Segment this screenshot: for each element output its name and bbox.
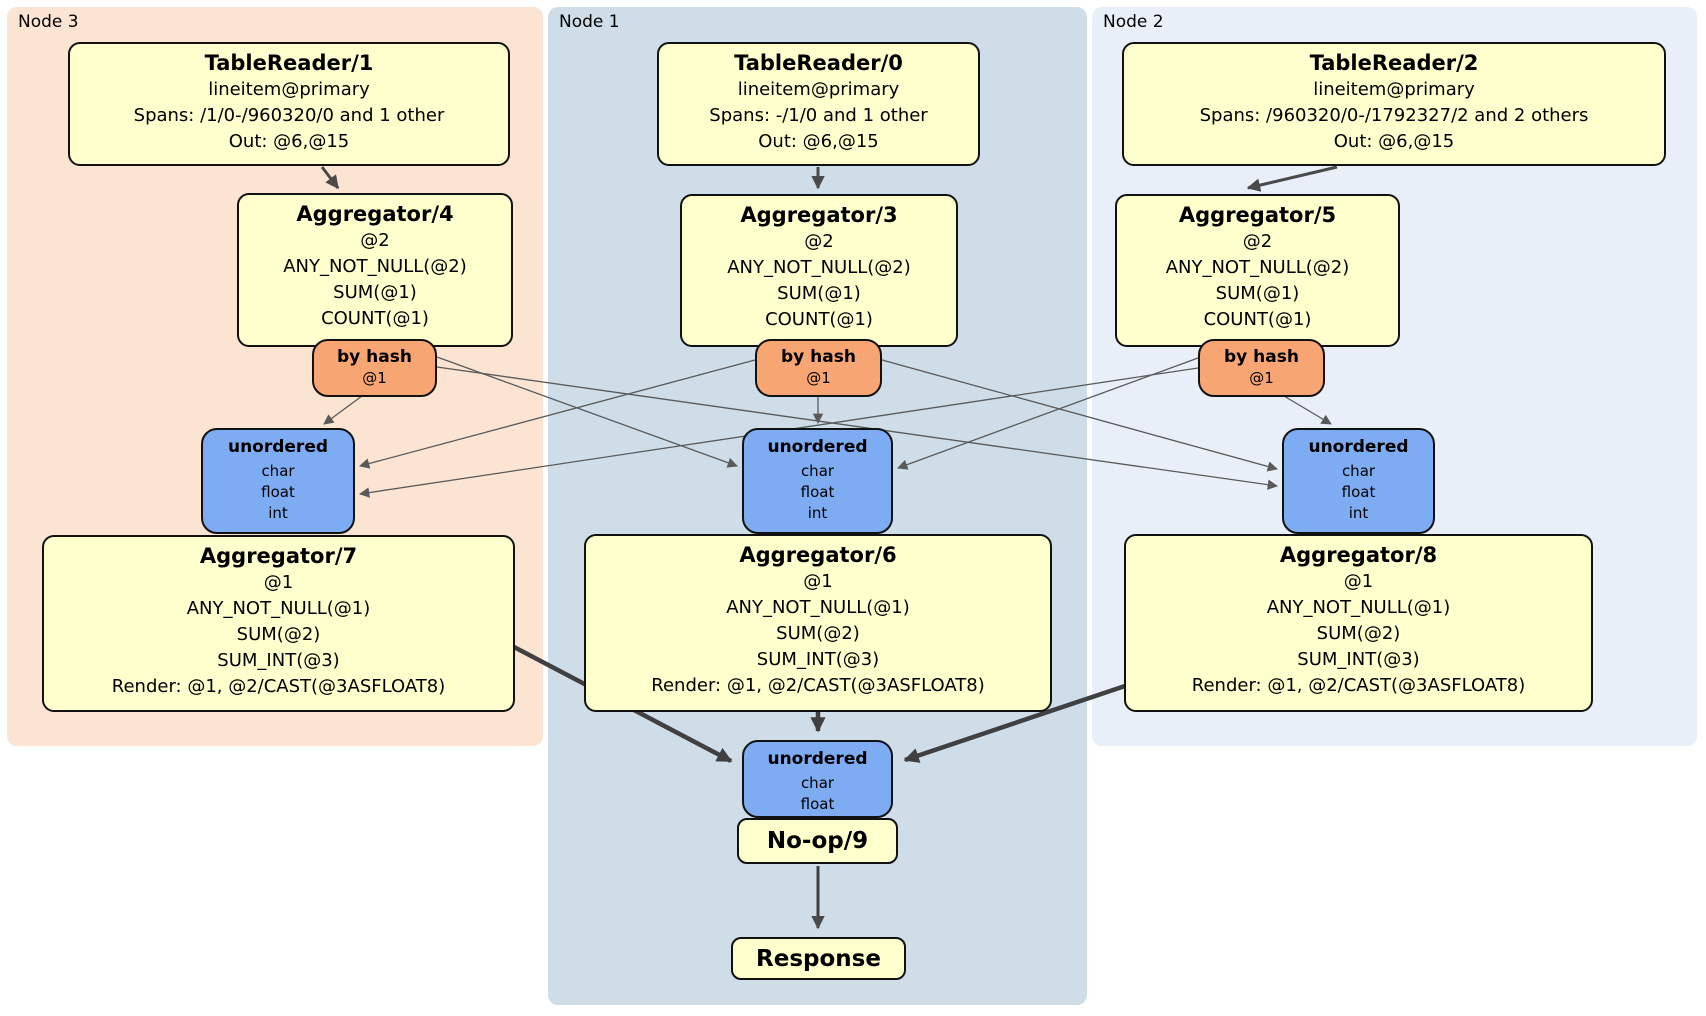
box-line: SUM(@2) <box>1316 623 1401 644</box>
box-title: Aggregator/5 <box>1178 203 1337 227</box>
box-line: float <box>800 483 835 501</box>
edge-hash2-un2 <box>1283 395 1332 425</box>
box-line: char <box>800 774 835 792</box>
box-line: int <box>1348 504 1369 522</box>
unordered-sync-node2: unordered char float int <box>1282 428 1435 534</box>
box-line: ANY_NOT_NULL(@2) <box>727 257 911 278</box>
box-line: ANY_NOT_NULL(@1) <box>186 598 371 619</box>
node-1-label: Node 1 <box>559 12 620 32</box>
box-line: SUM_INT(@3) <box>756 649 880 670</box>
box-line: COUNT(@1) <box>321 308 429 329</box>
aggregator-7-box: Aggregator/7 @1 ANY_NOT_NULL(@1) SUM(@2)… <box>42 535 515 712</box>
box-line: SUM(@2) <box>236 624 321 645</box>
box-title: No-op/9 <box>766 828 869 854</box>
box-line: @2 <box>1242 231 1273 252</box>
box-line: lineitem@primary <box>208 79 370 100</box>
box-line: @2 <box>360 230 390 251</box>
box-line: char <box>1341 462 1376 480</box>
edge-tr1-agg4 <box>320 166 340 190</box>
box-title: unordered <box>1308 437 1409 457</box>
box-line: SUM_INT(@3) <box>1297 649 1420 670</box>
box-line: @1 <box>806 369 831 387</box>
edge-hash3-un1 <box>436 356 738 468</box>
by-hash-router-node3: by hash @1 <box>312 339 437 397</box>
box-line: Render: @1, @2/CAST(@3ASFLOAT8) <box>1191 675 1526 696</box>
edge-hash1-un3 <box>358 359 756 469</box>
box-line: COUNT(@1) <box>765 309 873 330</box>
box-line: Out: @6,@15 <box>1333 131 1455 152</box>
box-title: by hash <box>781 347 856 367</box>
aggregator-6-box: Aggregator/6 @1 ANY_NOT_NULL(@1) SUM(@2)… <box>584 534 1052 712</box>
box-line: float <box>261 483 295 501</box>
edge-hash1-un2 <box>881 359 1279 472</box>
box-line: Spans: -/1/0 and 1 other <box>709 105 928 126</box>
edge-hash2-un1 <box>897 357 1199 470</box>
box-line: char <box>800 462 835 480</box>
edge-hash3-un3 <box>323 395 363 425</box>
tablereader-1-box: TableReader/1 lineitem@primary Spans: /1… <box>68 42 510 166</box>
box-line: float <box>1341 483 1376 501</box>
box-line: COUNT(@1) <box>1203 309 1312 330</box>
box-title: Aggregator/3 <box>740 203 898 227</box>
tablereader-0-box: TableReader/0 lineitem@primary Spans: -/… <box>657 42 980 166</box>
box-line: Out: @6,@15 <box>228 131 350 152</box>
box-line: @1 <box>362 369 387 387</box>
aggregator-5-box: Aggregator/5 @2 ANY_NOT_NULL(@2) SUM(@1)… <box>1115 194 1400 347</box>
by-hash-router-node1: by hash @1 <box>755 339 882 397</box>
box-line: Out: @6,@15 <box>758 131 879 152</box>
box-line: int <box>268 504 288 522</box>
response-box: Response <box>731 937 906 980</box>
box-line: Spans: /960320/0-/1792327/2 and 2 others <box>1199 105 1589 126</box>
box-line: @1 <box>263 572 294 593</box>
box-line: @1 <box>1343 571 1374 592</box>
box-line: @2 <box>804 231 834 252</box>
box-title: Aggregator/4 <box>296 202 454 226</box>
edge-agg8-final-sync <box>903 683 1126 763</box>
box-title: unordered <box>227 437 329 457</box>
box-title: Aggregator/8 <box>1279 543 1438 567</box>
aggregator-4-box: Aggregator/4 @2 ANY_NOT_NULL(@2) SUM(@1)… <box>237 193 513 347</box>
box-line: int <box>807 504 828 522</box>
edge-tr2-agg5 <box>1246 165 1338 192</box>
box-title: by hash <box>1224 347 1299 367</box>
unordered-sync-node3: unordered char float int <box>201 428 355 534</box>
by-hash-router-node2: by hash @1 <box>1198 339 1325 397</box>
box-line: lineitem@primary <box>1313 79 1475 100</box>
box-line: Render: @1, @2/CAST(@3ASFLOAT8) <box>651 675 985 696</box>
edge-hash3-un2 <box>436 366 1279 490</box>
box-line: SUM(@1) <box>333 282 417 303</box>
box-line: @1 <box>803 571 833 592</box>
box-title: by hash <box>337 347 412 367</box>
box-title: unordered <box>767 437 868 457</box>
box-line: ANY_NOT_NULL(@2) <box>1165 257 1350 278</box>
box-line: SUM(@1) <box>777 283 861 304</box>
box-line: ANY_NOT_NULL(@1) <box>726 597 910 618</box>
aggregator-8-box: Aggregator/8 @1 ANY_NOT_NULL(@1) SUM(@2)… <box>1124 534 1593 712</box>
box-line: SUM_INT(@3) <box>217 650 340 671</box>
box-line: ANY_NOT_NULL(@1) <box>1266 597 1451 618</box>
box-title: Response <box>756 945 881 972</box>
node-3-label: Node 3 <box>18 12 79 32</box>
noop-9-box: No-op/9 <box>737 818 898 864</box>
node-2-label: Node 2 <box>1103 12 1164 32</box>
box-line: SUM(@1) <box>1215 283 1300 304</box>
box-title: TableReader/2 <box>1309 51 1479 75</box>
aggregator-3-box: Aggregator/3 @2 ANY_NOT_NULL(@2) SUM(@1)… <box>680 194 958 347</box>
box-line: float <box>800 795 835 813</box>
box-line: Spans: /1/0-/960320/0 and 1 other <box>133 105 445 126</box>
box-line: lineitem@primary <box>737 79 900 100</box>
box-line: Render: @1, @2/CAST(@3ASFLOAT8) <box>111 676 446 697</box>
box-title: TableReader/1 <box>204 51 374 75</box>
box-line: SUM(@2) <box>776 623 860 644</box>
tablereader-2-box: TableReader/2 lineitem@primary Spans: /9… <box>1122 42 1666 166</box>
box-line: char <box>261 462 295 480</box>
final-unordered-sync: unordered char float <box>742 740 893 818</box>
box-line: @1 <box>1249 369 1274 387</box>
unordered-sync-node1: unordered char float int <box>742 428 893 534</box>
box-title: TableReader/0 <box>734 51 903 75</box>
box-title: Aggregator/6 <box>739 543 897 567</box>
box-title: unordered <box>767 749 868 769</box>
box-title: Aggregator/7 <box>199 544 358 568</box>
box-line: ANY_NOT_NULL(@2) <box>283 256 467 277</box>
